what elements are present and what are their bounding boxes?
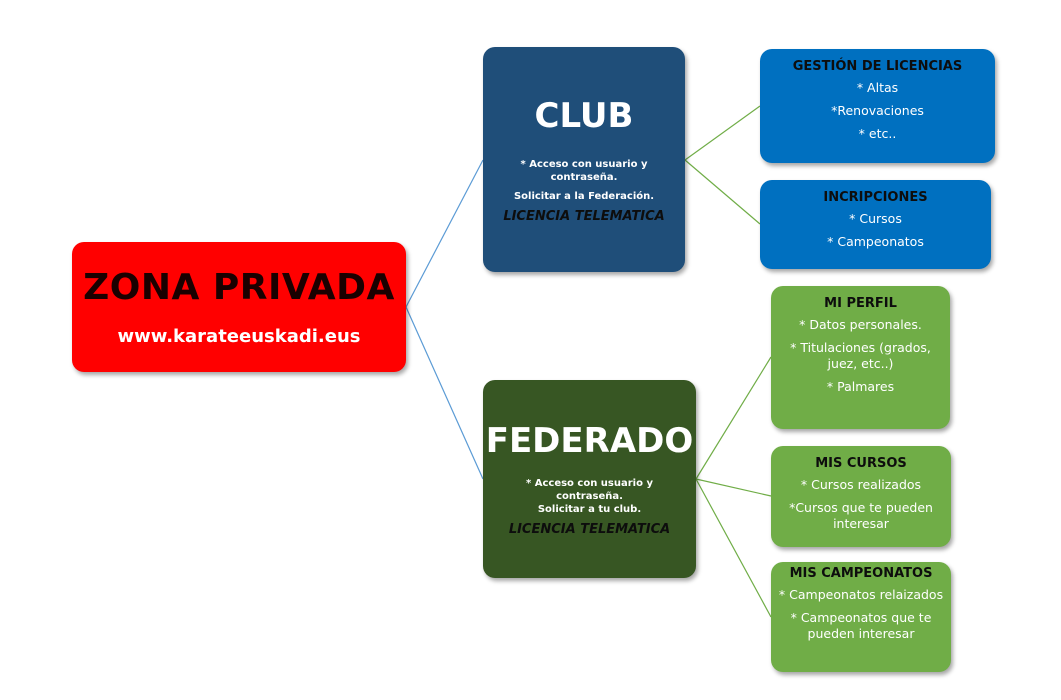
connector-federado-cursos: [695, 478, 772, 497]
connector-club-inscripciones: [684, 159, 761, 225]
inscripciones-item-campeonatos: * Campeonatos: [827, 234, 924, 249]
club-node: CLUB * Acceso con usuario y contraseña. …: [483, 47, 685, 272]
federado-access-text: * Acceso con usuario y contraseña. Solic…: [491, 477, 688, 516]
connector-federado-campeonatos: [695, 478, 772, 618]
club-desc-line-3: Solicitar a la Federación.: [513, 190, 655, 202]
campeonatos-item-realizados: * Campeonatos relaizados: [778, 587, 944, 602]
perfil-item-titulaciones: * Titulaciones (grados, juez, etc..): [790, 340, 931, 371]
gestion-item-etc: * etc..: [858, 126, 897, 141]
mis-cursos-title: MIS CURSOS: [815, 456, 907, 471]
campeonatos-item-interesar: * Campeonatos que te pueden interesar: [790, 610, 932, 641]
perfil-item-datos: * Datos personales.: [799, 317, 922, 332]
club-title: CLUB: [534, 95, 634, 136]
perfil-item-palmares: * Palmares: [826, 379, 895, 394]
federado-license-label: LICENCIA TELEMATICA: [508, 522, 671, 537]
connector-root-club: [405, 159, 484, 308]
connector-club-gestion: [684, 105, 761, 161]
zona-privada-node: ZONA PRIVADA www.karateeuskadi.eus: [72, 242, 406, 372]
gestion-item-renovaciones: *Renovaciones: [831, 103, 924, 118]
federado-title: FEDERADO: [485, 421, 694, 461]
mis-cursos-node: MIS CURSOS * Cursos realizados *Cursos q…: [771, 446, 951, 547]
connector-federado-perfil: [695, 356, 772, 480]
inscripciones-title: INCRIPCIONES: [823, 190, 928, 205]
gestion-licencias-title: GESTIÓN DE LICENCIAS: [792, 59, 963, 74]
mi-perfil-title: MI PERFIL: [824, 296, 897, 311]
mi-perfil-node: MI PERFIL * Datos personales. * Titulaci…: [771, 286, 950, 429]
connector-root-federado: [405, 306, 484, 480]
club-desc-line-2: contraseña.: [550, 171, 618, 183]
cursos-item-interesar: *Cursos que te pueden interesar: [789, 500, 933, 531]
federado-desc-line-2: Solicitar a tu club.: [537, 504, 642, 515]
inscripciones-node: INCRIPCIONES * Cursos * Campeonatos: [760, 180, 991, 269]
zona-privada-url: www.karateeuskadi.eus: [117, 326, 361, 347]
club-desc-line-1: * Acceso con usuario y: [520, 158, 648, 170]
mis-campeonatos-title: MIS CAMPEONATOS: [789, 566, 933, 581]
gestion-item-altas: * Altas: [856, 80, 899, 95]
inscripciones-item-cursos: * Cursos: [849, 211, 902, 226]
club-license-label: LICENCIA TELEMATICA: [503, 208, 665, 224]
federado-desc-line-1: * Acceso con usuario y contraseña.: [526, 478, 653, 502]
gestion-licencias-node: GESTIÓN DE LICENCIAS * Altas *Renovacion…: [760, 49, 995, 163]
cursos-item-realizados: * Cursos realizados: [800, 477, 922, 492]
mis-campeonatos-node: MIS CAMPEONATOS * Campeonatos relaizados…: [771, 562, 951, 672]
federado-node: FEDERADO * Acceso con usuario y contrase…: [483, 380, 696, 578]
club-access-text: * Acceso con usuario y contraseña.: [521, 158, 648, 184]
club-request-text: Solicitar a la Federación.: [514, 190, 654, 203]
zona-privada-title: ZONA PRIVADA: [83, 267, 395, 308]
